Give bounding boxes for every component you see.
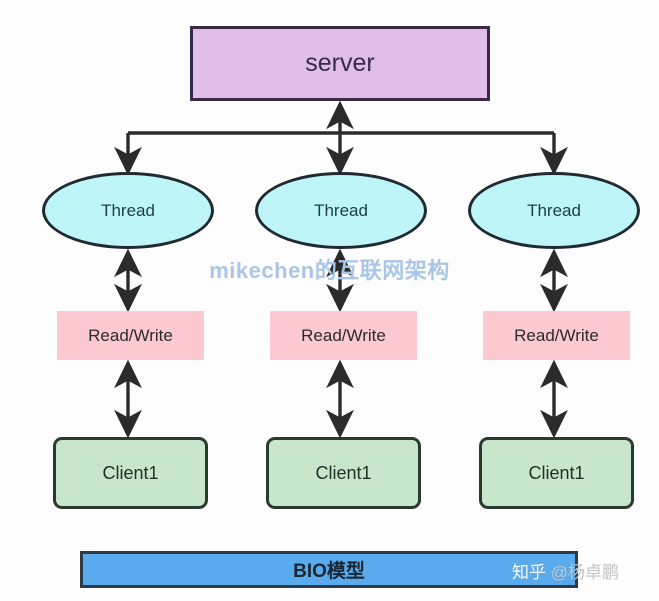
node-readwrite-1 [57,311,204,360]
node-client-1 [53,437,208,509]
node-thread-2 [255,172,427,249]
node-server [190,26,490,101]
node-client-3 [479,437,634,509]
node-thread-3 [468,172,640,249]
attribution-handle: @杨卓鹏 [550,563,619,582]
node-client-2 [266,437,421,509]
attribution-site: 知乎 [512,563,546,582]
node-readwrite-2 [270,311,417,360]
attribution: 知乎 @杨卓鹏 [512,558,619,583]
title-banner [80,551,578,588]
node-readwrite-3 [483,311,630,360]
node-thread-1 [42,172,214,249]
